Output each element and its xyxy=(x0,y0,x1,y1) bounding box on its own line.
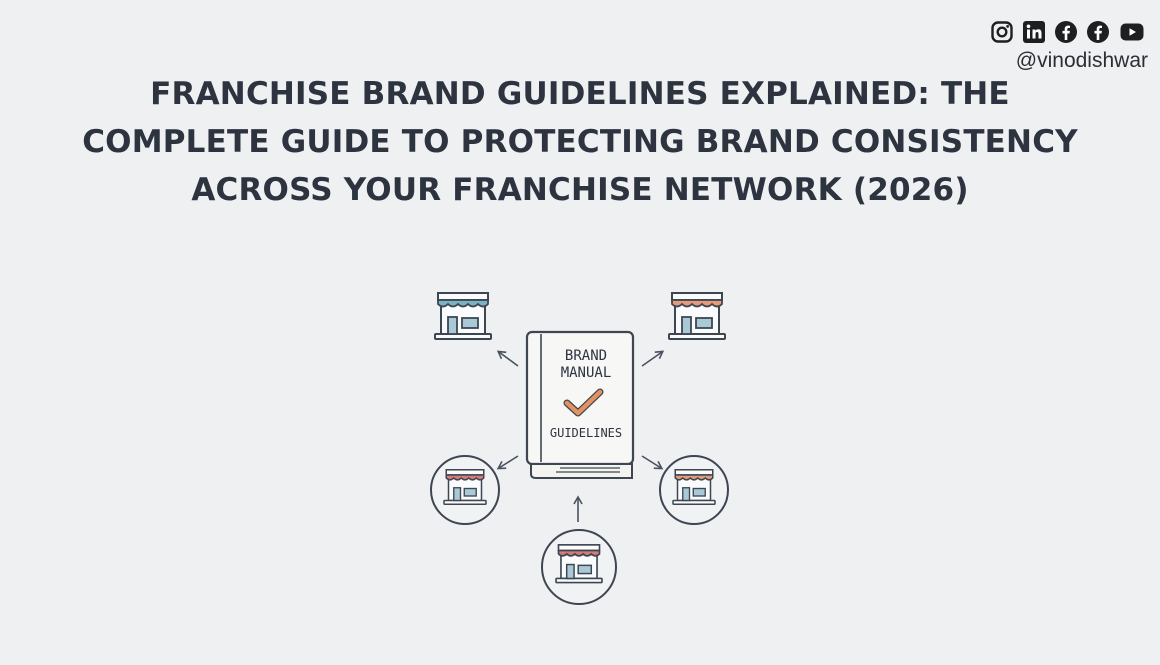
store-icon xyxy=(659,455,729,525)
linkedin-icon[interactable] xyxy=(1022,20,1046,44)
facebook-icon[interactable] xyxy=(1054,20,1078,44)
youtube-icon[interactable] xyxy=(1118,20,1146,44)
title-line-3: ACROSS YOUR FRANCHISE NETWORK (2026) xyxy=(191,172,969,208)
social-icons xyxy=(990,20,1146,44)
store-icon xyxy=(541,529,617,605)
instagram-icon[interactable] xyxy=(990,20,1014,44)
checkmark-icon xyxy=(564,389,603,416)
manual-text-manual: MANUAL xyxy=(561,365,612,381)
title-line-1: FRANCHISE BRAND GUIDELINES EXPLAINED: TH… xyxy=(150,76,1010,112)
social-handle: @vinodishwar xyxy=(1015,49,1148,72)
brand-manual-book: BRAND MANUAL GUIDELINES xyxy=(525,330,635,479)
manual-text-brand: BRAND xyxy=(565,348,607,364)
store-icon xyxy=(668,292,726,340)
title-line-2: COMPLETE GUIDE TO PROTECTING BRAND CONSI… xyxy=(82,124,1078,160)
store-icon xyxy=(434,292,492,340)
arrows xyxy=(496,350,665,522)
facebook-icon[interactable] xyxy=(1086,20,1110,44)
page-title: FRANCHISE BRAND GUIDELINES EXPLAINED: TH… xyxy=(20,70,1140,214)
manual-text-guidelines: GUIDELINES xyxy=(550,426,622,440)
store-icon xyxy=(430,455,500,525)
